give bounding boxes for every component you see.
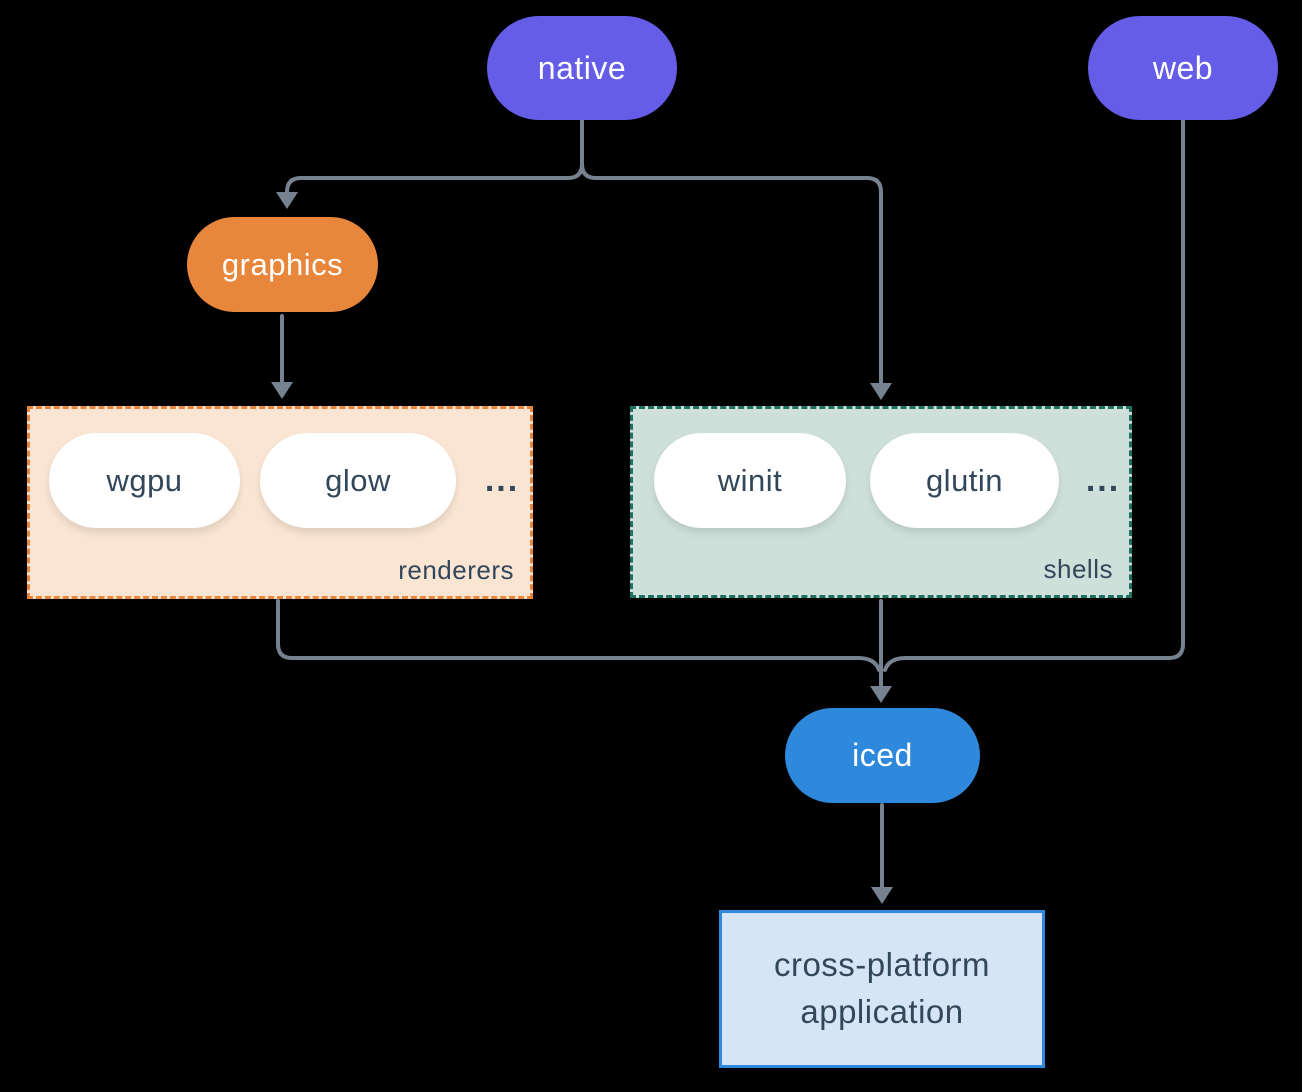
node-native: native [487, 16, 677, 120]
node-graphics-label: graphics [221, 246, 344, 282]
group-renderers: wgpu glow ... renderers [27, 406, 533, 599]
ellipsis-renderers: ... [474, 433, 530, 528]
group-shells: winit glutin ... shells [630, 406, 1132, 598]
pill-wgpu: wgpu [49, 433, 240, 528]
node-iced-label: iced [852, 737, 913, 773]
pill-glow: glow [260, 433, 456, 528]
pill-winit-label: winit [717, 462, 783, 498]
pill-glow-label: glow [325, 462, 391, 498]
arrowhead-shells [870, 383, 892, 400]
group-label-renderers: renderers [398, 555, 514, 585]
pill-glutin: glutin [870, 433, 1059, 528]
pill-winit: winit [654, 433, 846, 528]
arrowhead-graphics [276, 192, 298, 209]
pill-wgpu-label: wgpu [106, 462, 183, 498]
pill-glutin-label: glutin [925, 462, 1004, 498]
ellipsis-shells: ... [1075, 433, 1131, 528]
node-web-label: web [1152, 49, 1214, 86]
arrowhead-iced [870, 686, 892, 703]
node-app: cross-platform application [719, 910, 1045, 1068]
node-iced: iced [785, 708, 980, 803]
node-graphics: graphics [187, 217, 378, 312]
arrowhead-app [871, 887, 893, 904]
ellipsis-shells-text: ... [1085, 461, 1121, 499]
node-native-label: native [537, 49, 627, 86]
edge-native-to-shells [580, 118, 883, 385]
edge-native-to-graphics [285, 118, 584, 196]
node-app-label: cross-platform application [773, 946, 991, 1030]
edge-renderers-to-iced [276, 599, 881, 672]
arrowhead-renderers [271, 382, 293, 399]
node-web: web [1088, 16, 1278, 120]
ellipsis-renderers-text: ... [484, 461, 520, 499]
group-label-shells: shells [1043, 554, 1113, 584]
